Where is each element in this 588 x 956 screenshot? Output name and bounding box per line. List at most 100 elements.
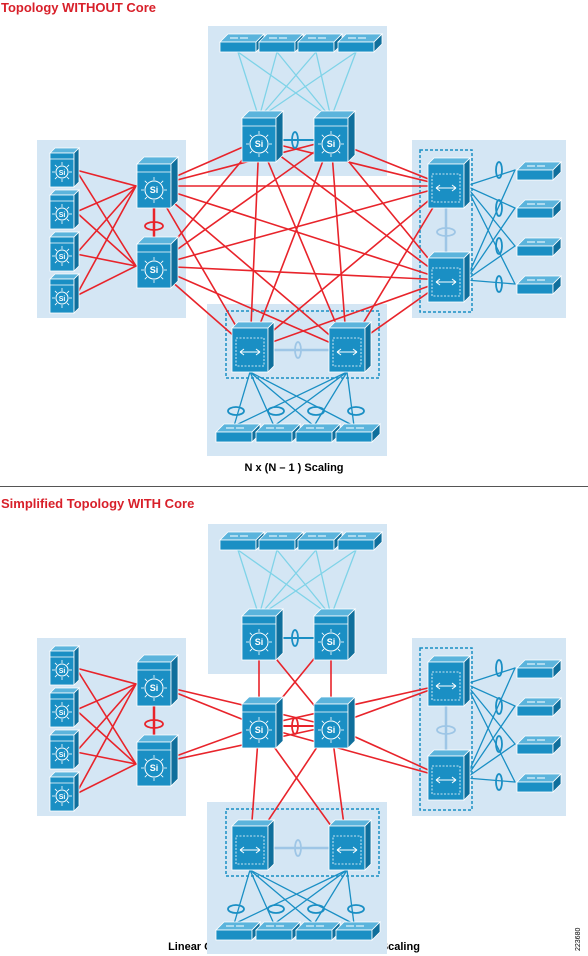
no-core-top-access-switch-4 <box>337 33 383 53</box>
no-core-right-access-switch-1 <box>516 161 562 181</box>
no-core-mesh-link <box>249 139 332 351</box>
no-core-etherchannel-marker <box>294 341 302 359</box>
no-core-access-uplink <box>465 169 516 281</box>
with-core-access-uplink <box>233 869 251 925</box>
with-core-etherchannel-marker <box>294 839 302 857</box>
with-core-right-access-switch-1 <box>516 659 562 679</box>
with-core-access-uplink <box>75 667 137 685</box>
si-label: Si <box>59 668 66 675</box>
with-core-vss-frame-bottom <box>225 808 380 877</box>
no-core-mesh-link <box>153 185 447 281</box>
no-core-etherchannel-marker <box>307 406 325 416</box>
top-section-title: Topology WITHOUT Core <box>1 0 157 15</box>
no-core-access-uplink <box>75 185 137 297</box>
with-core-core-link <box>258 725 447 779</box>
with-core-access-uplink <box>465 667 516 685</box>
with-core-access-uplink <box>258 549 278 617</box>
with-core-access-uplink <box>465 683 516 783</box>
no-core-etherchannel-marker <box>291 131 299 149</box>
with-core-left-access-switch-2: Si <box>49 687 80 728</box>
with-core-bottom-distribution-switch-1 <box>231 819 275 871</box>
with-core-top-access-switch-2 <box>258 531 304 551</box>
no-core-vss-frame-bottom <box>225 310 380 379</box>
si-label: Si <box>59 752 66 759</box>
no-core-bottom-distribution-switch-1 <box>231 321 275 373</box>
no-core-access-uplink <box>273 371 348 427</box>
with-core-access-uplink <box>465 777 516 783</box>
no-core-access-uplink <box>75 169 137 267</box>
no-core-access-uplink <box>237 51 332 119</box>
with-core-access-uplink <box>276 549 332 617</box>
no-core-access-uplink <box>75 211 137 267</box>
no-core-left-access-switch-4: Si <box>49 273 80 314</box>
no-core-mesh-link <box>153 265 447 281</box>
si-label: Si <box>59 212 66 219</box>
with-core-right-distribution-switch-2 <box>427 749 471 801</box>
with-core-access-uplink <box>75 683 137 795</box>
with-core-right-access-switch-3 <box>516 735 562 755</box>
no-core-access-uplink <box>233 371 348 427</box>
no-core-access-uplink <box>249 371 355 427</box>
no-core-access-uplink <box>258 51 278 119</box>
no-core-vss-frame-right <box>419 149 473 313</box>
with-core-access-uplink <box>346 869 355 925</box>
with-core-etherchannel-marker <box>436 725 456 735</box>
no-core-left-access-switch-2: Si <box>49 189 80 230</box>
with-core-access-uplink <box>465 683 516 745</box>
si-label: Si <box>150 763 159 773</box>
with-core-etherchannel-marker <box>307 904 325 914</box>
with-core-access-uplink <box>273 869 348 925</box>
with-core-access-uplink <box>465 683 516 707</box>
no-core-etherchannel-marker <box>436 227 456 237</box>
bottom-section-title: Simplified Topology WITH Core <box>1 496 195 511</box>
section-divider <box>0 486 588 487</box>
with-core-access-uplink <box>75 763 137 795</box>
with-core-etherchannel-marker <box>291 629 299 647</box>
si-label: Si <box>150 265 159 275</box>
no-core-etherchannel-marker <box>495 199 503 217</box>
no-core-etherchannel-marker <box>495 275 503 293</box>
with-core-bottom-access-switch-2 <box>255 921 301 941</box>
no-core-mesh-link <box>249 139 260 351</box>
si-label: Si <box>327 637 336 647</box>
with-core-right-access-switch-2 <box>516 697 562 717</box>
with-core-right-access-switch-4 <box>516 773 562 793</box>
no-core-access-uplink <box>313 371 348 427</box>
no-core-access-uplink <box>465 245 516 281</box>
with-core-top-access-switch-3 <box>297 531 343 551</box>
no-core-access-uplink <box>75 185 137 213</box>
with-core-left-access-switch-4: Si <box>49 771 80 812</box>
with-core-etherchannel-marker <box>495 697 503 715</box>
no-core-left-access-switch-1: Si <box>49 147 80 188</box>
with-core-access-uplink <box>258 549 357 617</box>
no-core-top-distribution-switch-2: Si <box>313 110 356 163</box>
no-core-mesh-link <box>258 139 348 351</box>
with-core-access-uplink <box>465 705 516 779</box>
no-core-access-uplink <box>258 51 317 119</box>
si-label: Si <box>59 170 66 177</box>
no-core-right-access-switch-2 <box>516 199 562 219</box>
with-core-etherchannel-marker <box>347 904 365 914</box>
si-label: Si <box>327 725 336 735</box>
with-core-access-uplink <box>75 667 137 765</box>
si-label: Si <box>255 139 264 149</box>
with-core-access-uplink <box>249 869 315 925</box>
no-core-access-uplink <box>465 185 516 247</box>
with-core-top-access-switch-1 <box>219 531 265 551</box>
no-core-access-uplink <box>330 51 357 119</box>
with-core-etherchannel-marker <box>291 717 299 735</box>
no-core-etherchannel-marker <box>495 237 503 255</box>
no-core-access-uplink <box>315 51 332 119</box>
with-core-access-uplink <box>75 683 137 711</box>
no-core-access-uplink <box>465 185 516 209</box>
no-core-mesh-link <box>153 185 447 267</box>
no-core-top-access-switch-2 <box>258 33 304 53</box>
no-core-bottom-access-switch-1 <box>215 423 261 443</box>
no-core-access-uplink <box>75 253 137 267</box>
with-core-access-uplink <box>249 869 275 925</box>
panels-layer <box>37 26 566 954</box>
no-core-right-access-switch-4 <box>516 275 562 295</box>
no-core-access-uplink <box>249 371 315 427</box>
with-core-access-uplink <box>237 549 260 617</box>
